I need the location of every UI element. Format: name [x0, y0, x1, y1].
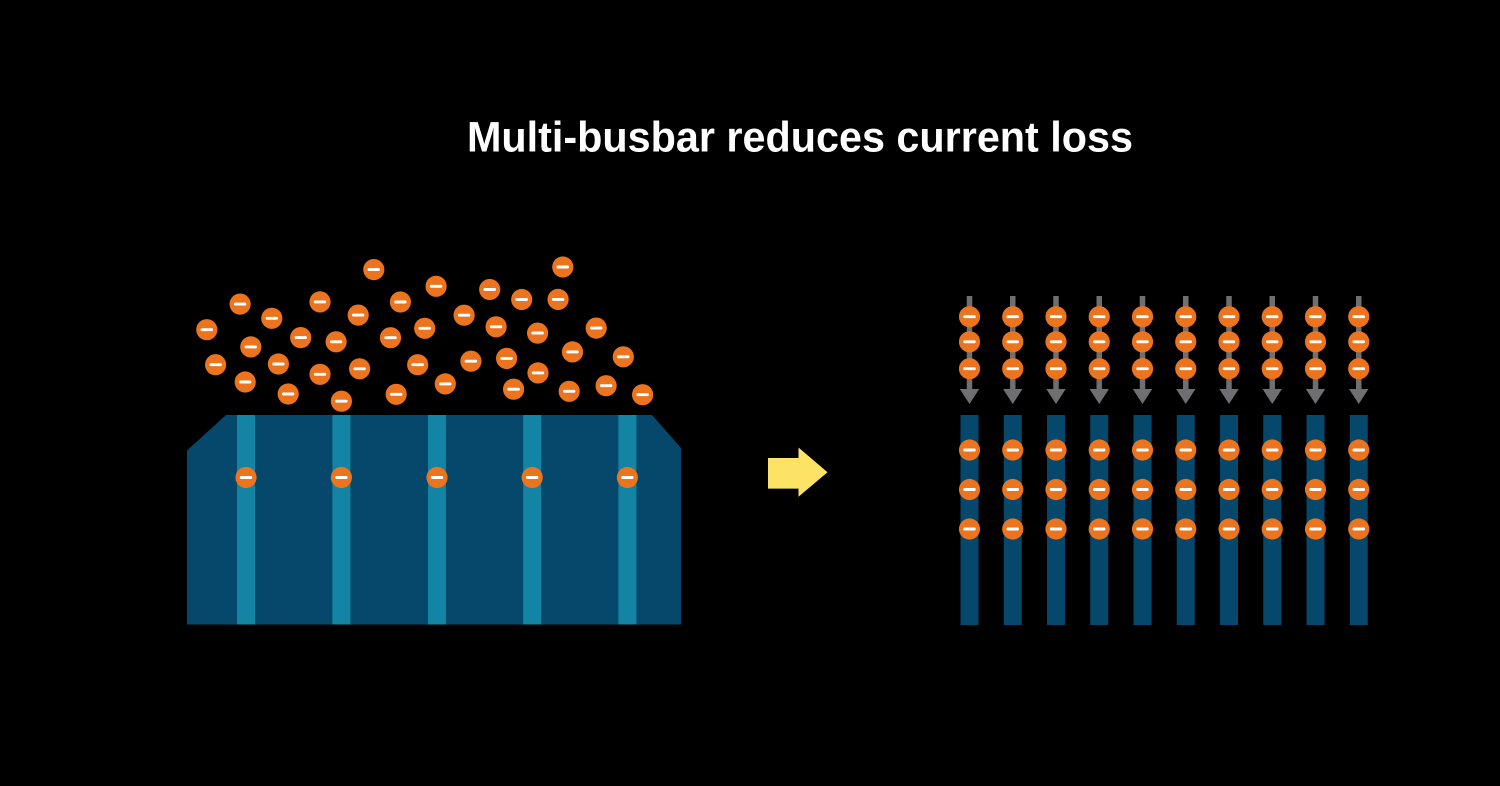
svg-text:Multi-busbar reduces current l: Multi-busbar reduces current loss [467, 114, 1133, 162]
